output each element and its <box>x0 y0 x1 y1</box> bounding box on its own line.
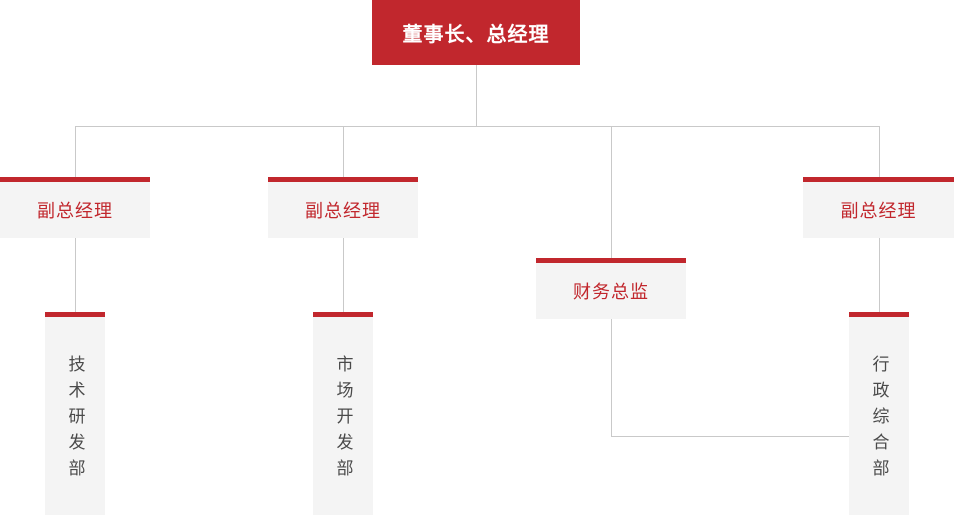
node-department-market[interactable]: 市场开发部 <box>313 312 373 515</box>
connector-finance-elbow-vertical <box>611 319 612 436</box>
connector-drop-manager-1 <box>75 126 76 177</box>
node-finance-director[interactable]: 财务总监 <box>536 258 686 319</box>
connector-finance-elbow-horizontal <box>611 436 849 437</box>
node-deputy-general-manager-2[interactable]: 副总经理 <box>268 177 418 238</box>
connector-root-stem <box>476 65 477 126</box>
node-manager-4-label: 副总经理 <box>840 201 917 221</box>
node-deputy-general-manager-1[interactable]: 副总经理 <box>0 177 150 238</box>
connector-manager1-to-dept1 <box>75 238 76 312</box>
node-deputy-general-manager-3[interactable]: 副总经理 <box>803 177 954 238</box>
connector-manager4-to-dept3 <box>879 238 880 312</box>
connector-level2-bus <box>75 126 880 127</box>
connector-drop-finance-director <box>611 126 612 258</box>
node-manager-3-label: 财务总监 <box>573 282 649 302</box>
connector-manager2-to-dept2 <box>343 238 344 312</box>
node-department-admin[interactable]: 行政综合部 <box>849 312 909 515</box>
node-department-rnd[interactable]: 技术研发部 <box>45 312 105 515</box>
node-root-label: 董事长、总经理 <box>402 24 550 46</box>
node-department-1-label: 技术研发部 <box>65 355 85 485</box>
connector-drop-manager-2 <box>343 126 344 177</box>
node-manager-1-label: 副总经理 <box>37 201 113 221</box>
node-department-3-label: 行政综合部 <box>869 355 889 485</box>
node-department-2-label: 市场开发部 <box>333 355 353 485</box>
node-manager-2-label: 副总经理 <box>305 201 381 221</box>
connector-drop-manager-4 <box>879 126 880 177</box>
node-chairman-general-manager[interactable]: 董事长、总经理 <box>372 0 580 65</box>
